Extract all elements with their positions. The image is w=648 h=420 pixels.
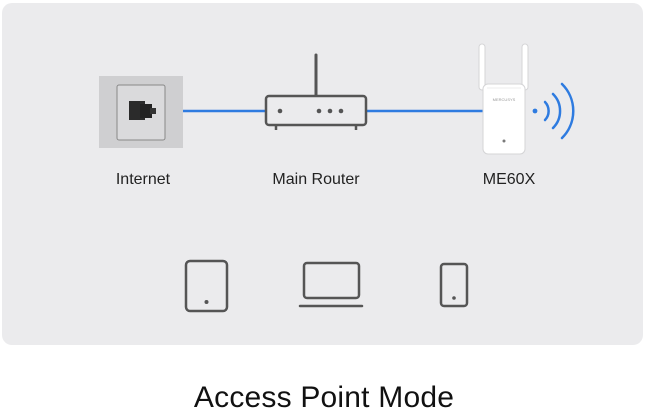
mode-title: Access Point Mode [193, 381, 455, 414]
extender-label: ME60X [482, 171, 536, 188]
internet-label: Internet [115, 171, 171, 188]
router-icon [264, 53, 368, 130]
network-diagram: MERCUSYS [99, 43, 575, 313]
main-router-label: Main Router [272, 171, 360, 188]
tablet-icon [184, 259, 229, 313]
laptop-icon [298, 261, 364, 308]
range-extender-icon [478, 43, 529, 155]
phone-icon [439, 262, 469, 308]
extender-brand-text: MERCUSYS [493, 97, 516, 102]
wifi-signal-icon [532, 82, 575, 140]
ethernet-wall-port-icon [99, 76, 183, 148]
